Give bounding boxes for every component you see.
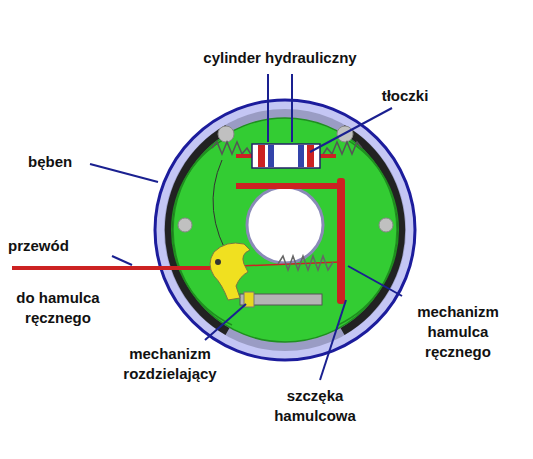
piston: [258, 145, 265, 167]
leader-line: [205, 304, 246, 340]
leader-line: [90, 164, 158, 182]
part-label: do hamulca ręcznego: [6, 288, 110, 328]
shoe-edge: [172, 135, 232, 325]
handbrake-cable: [12, 266, 212, 270]
spring: [212, 142, 252, 156]
drum: [155, 100, 415, 360]
piston: [298, 145, 304, 167]
distributing-mechanism: [210, 243, 250, 300]
spring: [322, 142, 362, 156]
leader-line: [320, 300, 346, 380]
piston: [307, 145, 314, 167]
hydraulic-cylinder: [252, 144, 320, 168]
leader-line: [112, 256, 132, 265]
bolt: [379, 218, 393, 232]
strut: [236, 183, 344, 189]
shoe-edge: [338, 135, 398, 325]
part-label: przewód: [8, 236, 108, 256]
part-label: bęben: [28, 152, 98, 172]
part-label: szczęka hamulcowa: [260, 386, 370, 426]
bolt: [218, 126, 234, 142]
spring: [278, 256, 333, 270]
leader-line: [291, 74, 293, 142]
bolt: [178, 218, 192, 232]
handbrake-lever: [337, 178, 345, 304]
piston: [268, 145, 274, 167]
part-label: tłoczki: [365, 86, 445, 106]
part-label: cylinder hydrauliczny: [170, 48, 390, 68]
leader-line: [348, 266, 402, 296]
pivot: [215, 259, 221, 265]
hub-hole: [247, 187, 323, 263]
part-label: mechanizm rozdzielający: [100, 344, 240, 384]
leader-line: [310, 108, 392, 152]
drum-inner: [164, 109, 406, 351]
part-label: mechanizm hamulca ręcznego: [408, 302, 508, 362]
leader-line: [267, 74, 269, 142]
